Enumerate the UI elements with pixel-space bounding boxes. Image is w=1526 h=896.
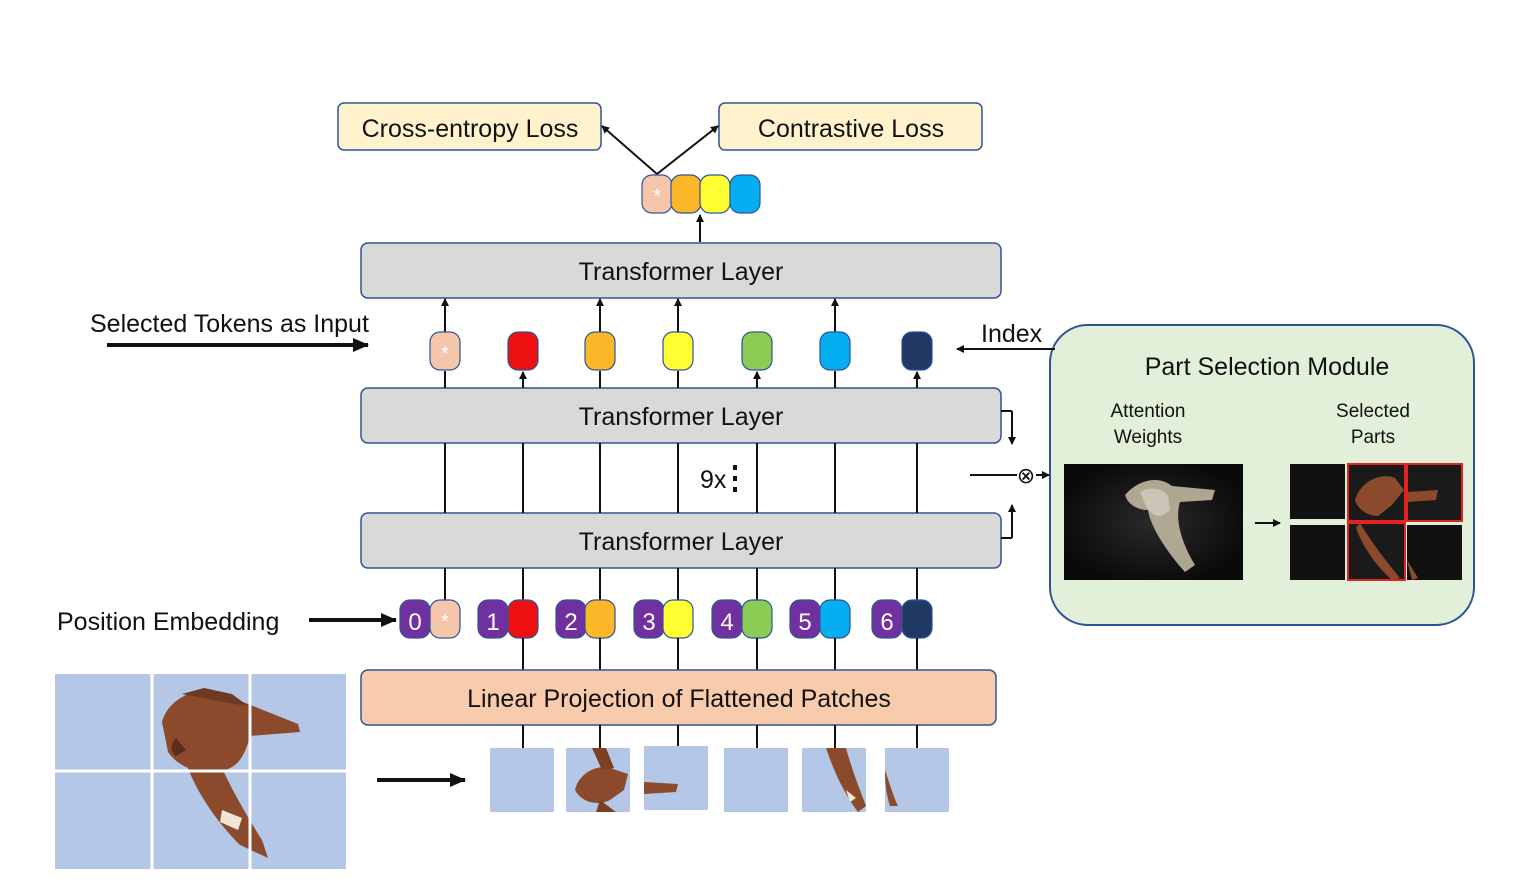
bottom-layer-input-lines bbox=[444, 568, 918, 600]
transformer-layer-bottom-label: Transformer Layer bbox=[579, 528, 784, 556]
contrastive-loss-label: Contrastive Loss bbox=[758, 115, 944, 143]
position-index-1: 1 bbox=[486, 609, 499, 636]
cross-entropy-loss-label: Cross-entropy Loss bbox=[362, 115, 579, 143]
attention-weights-image bbox=[1064, 464, 1243, 580]
transformer-layer-middle-label: Transformer Layer bbox=[579, 403, 784, 431]
patch-token-2 bbox=[584, 599, 616, 639]
selected-token-4 bbox=[741, 331, 773, 371]
linear-projection-label: Linear Projection of Flattened Patches bbox=[467, 685, 891, 713]
selected-token-row: * bbox=[429, 331, 933, 371]
arrow-to-cross-entropy bbox=[601, 125, 658, 175]
repeat-label: 9x bbox=[700, 466, 727, 494]
psm-selected-label-2: Parts bbox=[1351, 427, 1395, 448]
selected-token-6 bbox=[901, 331, 933, 371]
psm-attention-label-1: Attention bbox=[1111, 401, 1186, 422]
patch-token-3 bbox=[662, 599, 694, 639]
contrastive-loss-box bbox=[718, 102, 983, 151]
middle-layer-output-arrows bbox=[444, 371, 921, 388]
output-token-5 bbox=[729, 174, 761, 214]
selected-token-cls bbox=[429, 331, 461, 371]
selected-part-3 bbox=[1347, 522, 1406, 581]
selected-token-cls-star: * bbox=[441, 343, 449, 365]
output-token-cls-star: * bbox=[653, 186, 661, 208]
psm-title: Part Selection Module bbox=[1145, 353, 1390, 381]
selected-token-5 bbox=[819, 331, 851, 371]
transformer-layer-middle bbox=[360, 387, 1002, 444]
patch-token-cls-star: * bbox=[441, 611, 449, 633]
selected-part-2 bbox=[1406, 463, 1463, 522]
position-index-6: 6 bbox=[880, 609, 893, 636]
flattened-patches bbox=[490, 746, 949, 812]
cross-entropy-loss-box bbox=[337, 102, 602, 151]
projection-output-lines bbox=[522, 638, 918, 670]
transformer-layer-top-label: Transformer Layer bbox=[579, 258, 784, 286]
index-label: Index bbox=[981, 320, 1043, 348]
transformer-layer-bottom bbox=[360, 512, 1002, 569]
attention-aggregation-path bbox=[970, 410, 1050, 539]
arrow-to-contrastive bbox=[656, 125, 719, 175]
selected-token-2 bbox=[584, 331, 616, 371]
output-tokens: * bbox=[641, 174, 761, 214]
repeat-dots bbox=[733, 465, 737, 492]
top-layer-input-arrows bbox=[441, 298, 839, 332]
source-bird-image bbox=[55, 674, 346, 869]
position-index-0: 0 bbox=[408, 609, 421, 636]
patch-token-6 bbox=[901, 599, 933, 639]
psm-attention-label-2: Weights bbox=[1114, 427, 1182, 448]
selected-parts-grid bbox=[1290, 463, 1463, 581]
position-embedding-label: Position Embedding bbox=[57, 608, 279, 636]
selected-tokens-label: Selected Tokens as Input bbox=[90, 310, 369, 338]
position-index-4: 4 bbox=[720, 609, 733, 636]
output-token-2 bbox=[670, 174, 702, 214]
patch-input-lines bbox=[522, 725, 918, 748]
patch-token-5 bbox=[819, 599, 851, 639]
patch-4 bbox=[724, 748, 788, 812]
position-index-3: 3 bbox=[642, 609, 655, 636]
position-index-5: 5 bbox=[798, 609, 811, 636]
position-index-2: 2 bbox=[564, 609, 577, 636]
patch-token-cls bbox=[429, 599, 461, 639]
patch-token-4 bbox=[741, 599, 773, 639]
selected-token-3 bbox=[662, 331, 694, 371]
patch-token-1 bbox=[507, 599, 539, 639]
selected-part-1 bbox=[1347, 463, 1406, 522]
embedded-token-row: 0 * 1 2 3 4 5 6 bbox=[399, 599, 933, 639]
multiply-icon: ⊗ bbox=[1017, 464, 1035, 489]
inter-layer-lines bbox=[444, 443, 918, 513]
patch-3 bbox=[644, 746, 708, 810]
patch-1 bbox=[490, 748, 554, 812]
psm-selected-label-1: Selected bbox=[1336, 401, 1410, 422]
selected-token-1 bbox=[507, 331, 539, 371]
output-token-3 bbox=[699, 174, 731, 214]
